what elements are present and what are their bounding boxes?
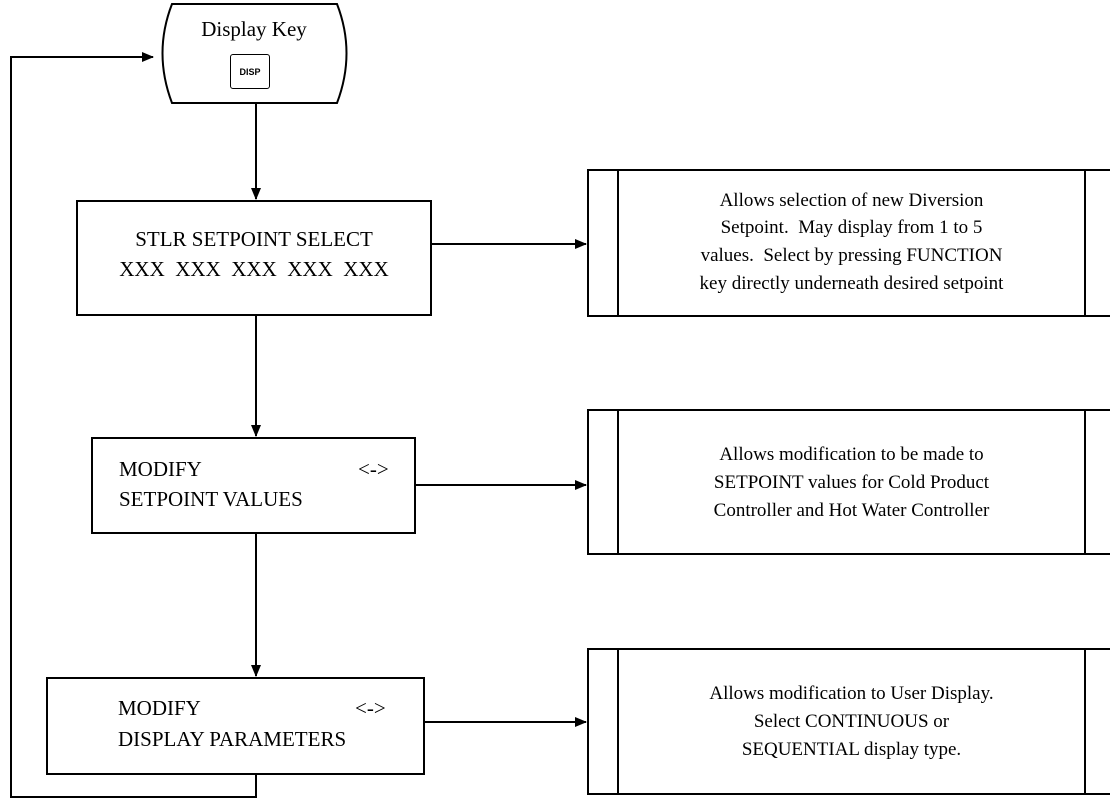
description-box-3 [587, 648, 1110, 795]
screen-3-line-1: MODIFY [118, 696, 201, 720]
description-3-line-2: Select CONTINUOUS or [753, 711, 950, 732]
start-terminator-shape [161, 3, 348, 104]
screen-3-nav-arrows: <-> [355, 696, 386, 720]
screen-box-display-parameters [46, 677, 425, 775]
description-box-2 [587, 409, 1110, 555]
screen-box-setpoint-values [91, 437, 416, 534]
screen-1-line-2: XXX XXX XXX XXX XXX [119, 257, 389, 281]
description-1-line-2: Setpoint. May display from 1 to 5 [720, 217, 983, 238]
screen-2-line-2: SETPOINT VALUES [119, 487, 303, 511]
screen-1-line-1: STLR SETPOINT SELECT [135, 227, 373, 251]
description-1-line-4: key directly underneath desired setpoint [699, 273, 1004, 294]
screen-3-line-2: DISPLAY PARAMETERS [118, 727, 347, 751]
description-1-line-1: Allows selection of new Diversion [719, 190, 984, 211]
screen-box-setpoint-select [76, 200, 432, 316]
description-3-line-3: SEQUENTIAL display type. [741, 739, 962, 760]
description-2-line-1: Allows modification to be made to [719, 444, 984, 465]
description-3-line-1: Allows modification to User Display. [709, 683, 994, 704]
description-2-line-2: SETPOINT values for Cold Product [713, 472, 990, 493]
description-1-line-3: values. Select by pressing FUNCTION [700, 245, 1003, 266]
screen-2-nav-arrows: <-> [358, 457, 389, 481]
description-2-line-3: Controller and Hot Water Controller [713, 500, 990, 521]
screen-2-line-1: MODIFY [119, 457, 202, 481]
description-box-1 [587, 169, 1110, 317]
loop-back-connector [10, 52, 257, 798]
disp-key-icon[interactable]: DISP [230, 54, 270, 89]
start-title: Display Key [201, 17, 307, 41]
